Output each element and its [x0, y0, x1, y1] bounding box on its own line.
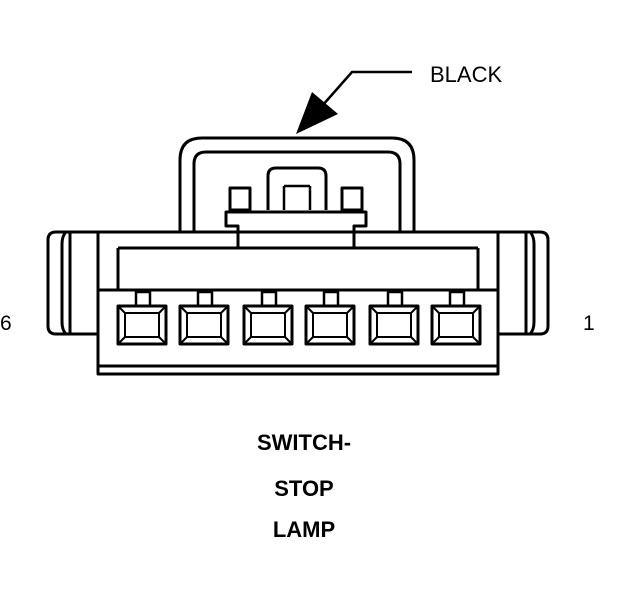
component-label-line-1: SWITCH- [256, 430, 352, 455]
pin-number-right: 1 [583, 312, 595, 335]
wire-color-label: BLACK [430, 62, 503, 87]
connector-body [96, 230, 500, 368]
cavity-6 [430, 290, 482, 346]
pin-number-left: 6 [0, 312, 12, 335]
cavity-3 [242, 290, 294, 346]
component-label-line-2: STOP [274, 476, 334, 501]
side-post-left [228, 186, 252, 212]
side-post-right [340, 186, 364, 212]
right-wing [498, 230, 550, 336]
center-ridge [224, 210, 368, 248]
connector-latch-outer [178, 136, 416, 232]
cavity-1 [116, 290, 168, 346]
cavity-2 [178, 290, 230, 346]
lock-tab [266, 166, 328, 210]
color-leader-arrow [296, 70, 412, 134]
left-wing [46, 230, 98, 336]
cavity-4 [304, 290, 356, 346]
connector-latch-inner [192, 150, 402, 232]
cavity-5 [368, 290, 420, 346]
component-label-line-3: LAMP [272, 517, 336, 542]
